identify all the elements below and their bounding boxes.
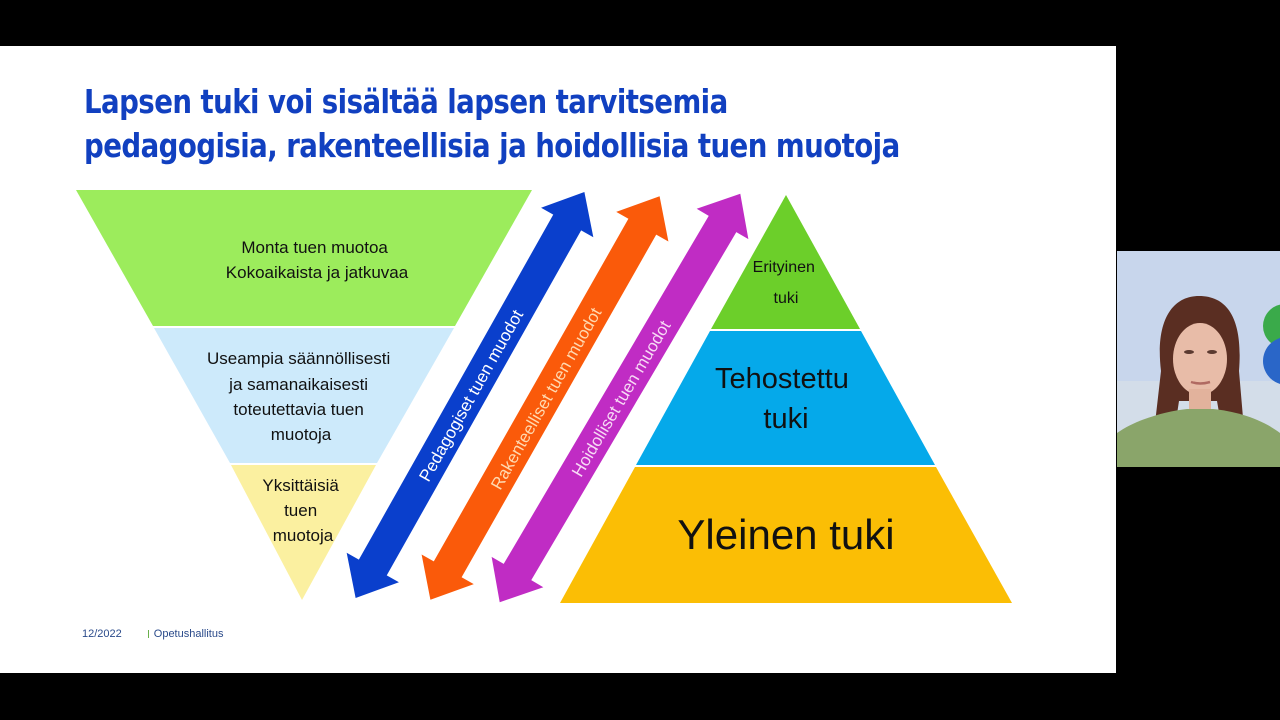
footer-separator <box>147 630 149 638</box>
title-line-1: Lapsen tuki voi sisältää lapsen tarvitse… <box>84 82 728 121</box>
band-single-forms <box>231 465 376 600</box>
band-many-forms <box>76 190 532 326</box>
footer-organization: Opetushallitus <box>153 628 224 640</box>
level-2-text: Tehostettu tuki <box>715 363 857 435</box>
band-2-text: Useampia säännöllisesti ja samanaikaises… <box>207 349 395 444</box>
slide-title: Lapsen tuki voi sisältää lapsen tarvitse… <box>84 80 900 168</box>
slide-footer: 12/2022 Opetushallitus <box>82 628 223 640</box>
support-pyramid: Erityinen tuki Tehostettu tuki Yleinen t… <box>560 195 1012 603</box>
presenter-webcam <box>1117 251 1280 467</box>
level-3-text: Yleinen tuki <box>677 511 894 558</box>
inverted-triangle: Monta tuen muotoa Kokoaikaista ja jatkuv… <box>76 190 532 600</box>
title-line-2: pedagogisia, rakenteellisia ja hoidollis… <box>84 126 900 165</box>
double-arrow-icon <box>421 196 669 600</box>
band-3-text: Yksittäisiä tuen muotoja <box>262 476 343 545</box>
presentation-slide: Lapsen tuki voi sisältää lapsen tarvitse… <box>0 46 1116 673</box>
presenter-video-icon <box>1117 251 1280 467</box>
double-arrow-icon <box>491 193 749 603</box>
band-several-forms <box>154 328 454 463</box>
double-arrow-icon <box>346 192 594 598</box>
band-1-text: Monta tuen muotoa Kokoaikaista ja jatkuv… <box>226 238 409 282</box>
support-diagram: Monta tuen muotoa Kokoaikaista ja jatkuv… <box>76 190 1012 603</box>
level-general-support <box>560 467 1012 603</box>
level-1-text: Erityinen tuki <box>753 259 820 307</box>
level-special-support <box>711 195 860 329</box>
footer-date: 12/2022 <box>82 628 122 640</box>
level-intensified-support <box>636 331 935 465</box>
